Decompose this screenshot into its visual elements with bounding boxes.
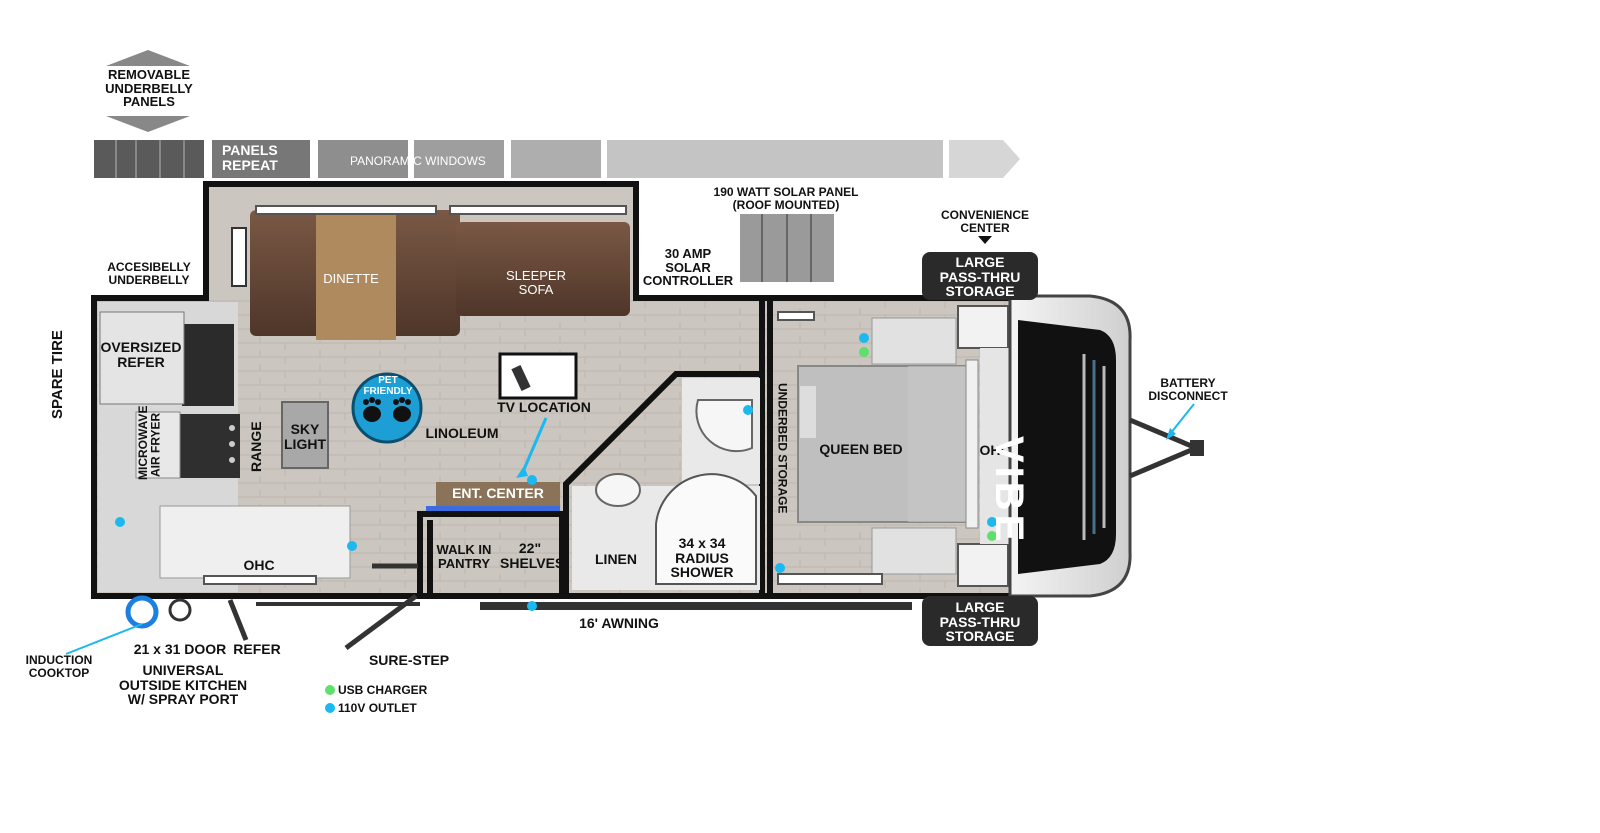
legend-usb-dot: [325, 685, 335, 695]
legend-outlet-label: 110V OUTLET: [338, 701, 417, 715]
outside-kitchen-label: UNIVERSAL OUTSIDE KITCHEN W/ SPRAY PORT: [118, 662, 248, 708]
ohc-kitchen-label: OHC: [243, 557, 275, 573]
outlet-marker: [527, 475, 537, 485]
refer-outside-label: REFER: [233, 641, 281, 657]
induction-cooktop-hose-icon: [125, 595, 159, 629]
exterior: [65, 563, 912, 655]
dinette-table: [316, 214, 396, 340]
usb-marker: [859, 347, 869, 357]
sure-step-label: SURE-STEP: [368, 652, 450, 668]
legend-outlet-dot: [325, 703, 335, 713]
large-storage-bottom-label: LARGE PASS-THRU STORAGE: [939, 599, 1021, 645]
solar-panel-label: 190 WATT SOLAR PANEL (ROOF MOUNTED): [713, 185, 859, 212]
electrical-markers: [115, 333, 997, 713]
spare-tire-label: SPARE TIRE: [49, 330, 66, 420]
nightstand-top: [871, 317, 957, 365]
toilet: [595, 473, 641, 507]
solar-panel-icon: [740, 214, 834, 282]
bathroom: [572, 378, 760, 590]
outlet-marker: [775, 563, 785, 573]
outlet-marker: [743, 405, 753, 415]
outlet-marker: [859, 333, 869, 343]
ohc-bedroom-label: OHC: [979, 442, 1011, 458]
battery-disconnect-label: BATTERY DISCONNECT: [1148, 376, 1228, 403]
usb-marker: [987, 531, 997, 541]
solar-controller-label: 30 AMP SOLAR CONTROLLER: [642, 246, 734, 289]
shower: [655, 473, 757, 585]
linoleum-label: LINOLEUM: [425, 425, 499, 441]
removable-underbelly-label: REMOVABLE UNDERBELLY PANELS: [105, 67, 193, 110]
shelves-label: 22" SHELVES: [500, 540, 565, 571]
shower-label: 34 x 34 RADIUS SHOWER: [670, 535, 734, 581]
panels-repeat-label: PANELS REPEAT: [222, 142, 278, 173]
underbed-storage-label: UNDERBED STORAGE: [775, 382, 790, 514]
outlet-marker: [987, 517, 997, 527]
skylight: [281, 401, 329, 469]
sleeper-sofa: [456, 222, 630, 316]
storage-box-bottom: [922, 596, 1038, 646]
pet-friendly-label: PET FRIENDLY: [363, 375, 413, 397]
walk-in-pantry-label: WALK IN PANTRY: [436, 542, 492, 571]
dinette-label: DINETTE: [323, 271, 379, 286]
band-segment-6: [607, 140, 943, 178]
storage-box-top: [922, 252, 1038, 300]
range-label: RANGE: [248, 421, 264, 472]
outlet-marker: [347, 541, 357, 551]
sleeper-sofa-label: SLEEPER SOFA: [506, 268, 566, 297]
hitch-icon: [1129, 403, 1204, 479]
band-segment-2: [212, 140, 310, 178]
band-segment-3: [318, 140, 408, 178]
microwave-label: MICROWAVE AIR FRYER: [136, 405, 163, 480]
large-storage-top-label: LARGE PASS-THRU STORAGE: [939, 254, 1021, 300]
linen-label: LINEN: [595, 551, 637, 567]
brand-logo: VIBE: [987, 436, 1031, 546]
underbelly-double-arrow-icon: [106, 50, 190, 132]
induction-cooktop-label: INDUCTION COOKTOP: [25, 653, 93, 680]
tv-icon: [498, 352, 578, 478]
oversized-refer-label: OVERSIZED REFER: [100, 339, 182, 370]
outlet-marker: [115, 517, 125, 527]
interior-walls: [417, 300, 773, 596]
legend-usb-label: USB CHARGER: [338, 683, 428, 697]
ent-center-cabinet: [436, 482, 560, 506]
skylight-label: SKY LIGHT: [284, 421, 326, 452]
convenience-center-label: CONVENIENCE CENTER: [940, 208, 1029, 235]
dinette-area: [231, 205, 630, 340]
band-segment-1: [94, 140, 204, 178]
accessible-underbelly-label: ACCESIBELLY UNDERBELLY: [107, 260, 191, 287]
awning-label: 16' AWNING: [579, 615, 659, 631]
nightstand-bottom: [871, 527, 957, 575]
front-cap: [1008, 294, 1132, 598]
band-segment-5: [511, 140, 601, 178]
pet-friendly-icon: [351, 372, 423, 444]
band-segment-4: [414, 140, 504, 178]
convenience-center-arrow-icon: [978, 236, 992, 244]
door-label: 21 x 31 DOOR: [133, 641, 227, 657]
ent-center-label: ENT. CENTER: [452, 485, 544, 501]
refrigerator: [182, 324, 234, 406]
queen-bed-label: QUEEN BED: [819, 441, 903, 457]
bathroom-sink: [695, 399, 753, 453]
band-arrow-head: [949, 140, 1020, 178]
kitchen-appliances: [99, 311, 351, 585]
tv-location-label: TV LOCATION: [497, 399, 591, 415]
outlet-marker: [527, 601, 537, 611]
outer-wall: [91, 181, 1025, 599]
panels-band: [94, 140, 1020, 178]
bedroom: [776, 305, 1014, 590]
panoramic-windows-label: PANORAMIC WINDOWS: [350, 154, 486, 168]
